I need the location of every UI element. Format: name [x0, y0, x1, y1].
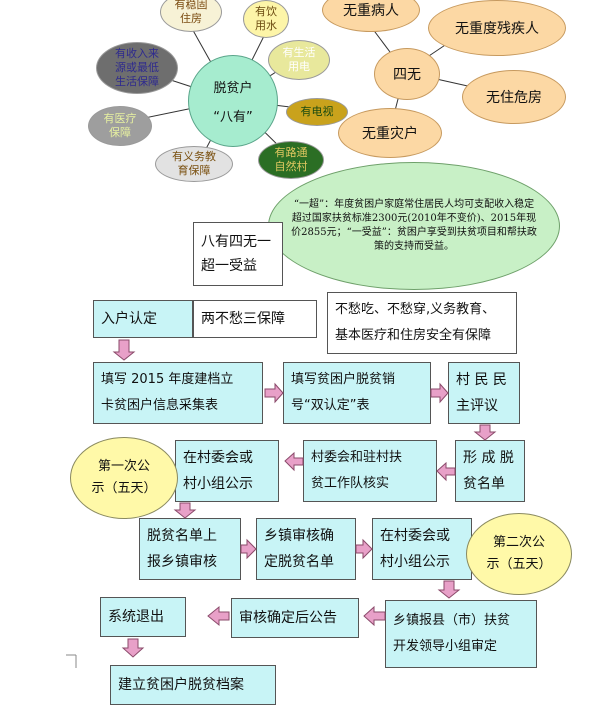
ba-you-item-5: 有路通 自然村 [258, 141, 324, 179]
arrow-down-1 [112, 339, 136, 361]
liang-bu-desc-box: 不愁吃、不愁穿,义务教育、 基本医疗和住房安全有保障 [327, 292, 517, 354]
villagers-box: 村 民 民 主评议 [448, 362, 520, 424]
arrow-down-2 [473, 424, 497, 441]
namelist-box: 形 成 脱 贫名单 [455, 440, 525, 502]
arrow-right-3 [240, 538, 257, 560]
cun-public2-box: 在村委会或 村小组公示 [372, 518, 472, 580]
cun-public1-box: 在村委会或 村小组公示 [175, 440, 279, 502]
liang-bu-box: 两不愁三保障 [193, 300, 317, 338]
ba-you-item-2: 有饮 用水 [243, 0, 289, 38]
arrow-left-1 [436, 461, 456, 482]
first-public-oval: 第一次公 示（五天） [70, 437, 178, 519]
ba-you-item-4: 有电视 [286, 98, 348, 126]
ba-you-item-3: 有生活 用电 [268, 40, 330, 80]
second-public-oval: 第二次公 示（五天） [466, 513, 572, 595]
ba-you-center-bubble: 脱贫户 “八有” [188, 55, 278, 147]
announce-box: 审核确定后公告 [231, 598, 359, 638]
report-town-box: 脱贫名单上 报乡镇审核 [139, 518, 241, 580]
ba-you-item-8: 有收入来 源或最低 生活保障 [96, 42, 178, 94]
ba-you-item-6: 有义务教 育保障 [155, 146, 233, 182]
county-box: 乡镇报县（市）扶贫 开发领导小组审定 [385, 600, 537, 668]
fill-form-box: 填写 2015 年度建档立 卡贫困户信息采集表 [93, 362, 263, 424]
ba-si-yi-box: 八有四无一 超一受益 [193, 222, 283, 286]
ba-you-item-1: 有稳固 住房 [160, 0, 222, 32]
archive-box: 建立贫困户脱贫档案 [110, 665, 276, 705]
si-wu-item-3: 无住危房 [462, 70, 566, 124]
arrow-left-3 [363, 605, 386, 627]
ba-you-item-7: 有医疗 保障 [88, 106, 152, 146]
arrow-right-2 [430, 382, 449, 404]
arrow-down-5 [121, 638, 145, 658]
yi-chao-yi-shouyi-note: “一超”：年度贫困户家庭常住居民人均可支配收入稳定超过国家扶贫标准2300元(2… [268, 162, 560, 290]
cun-check-box: 村委会和驻村扶 贫工作队核实 [303, 440, 437, 502]
arrow-right-4 [355, 538, 373, 560]
arrow-right-1 [264, 382, 284, 404]
fill-double-box: 填写贫困户脱贫销 号“双认定”表 [283, 362, 431, 424]
si-wu-item-2: 无重度残疾人 [428, 0, 566, 56]
town-confirm-box: 乡镇审核确 定脱贫名单 [256, 518, 356, 580]
ru-hu-box: 入户认定 [93, 300, 193, 338]
si-wu-item-4: 无重灾户 [338, 108, 442, 158]
arrow-down-4 [437, 580, 461, 599]
arrow-left-4 [207, 605, 230, 627]
arrow-down-3 [173, 502, 197, 519]
si-wu-center: 四无 [374, 48, 440, 100]
ba-you-center-line1: 脱贫户 [213, 81, 253, 96]
arrow-left-2 [284, 451, 304, 472]
ba-you-center-line2: “八有” [213, 110, 253, 125]
exit-box: 系统退出 [100, 597, 186, 637]
